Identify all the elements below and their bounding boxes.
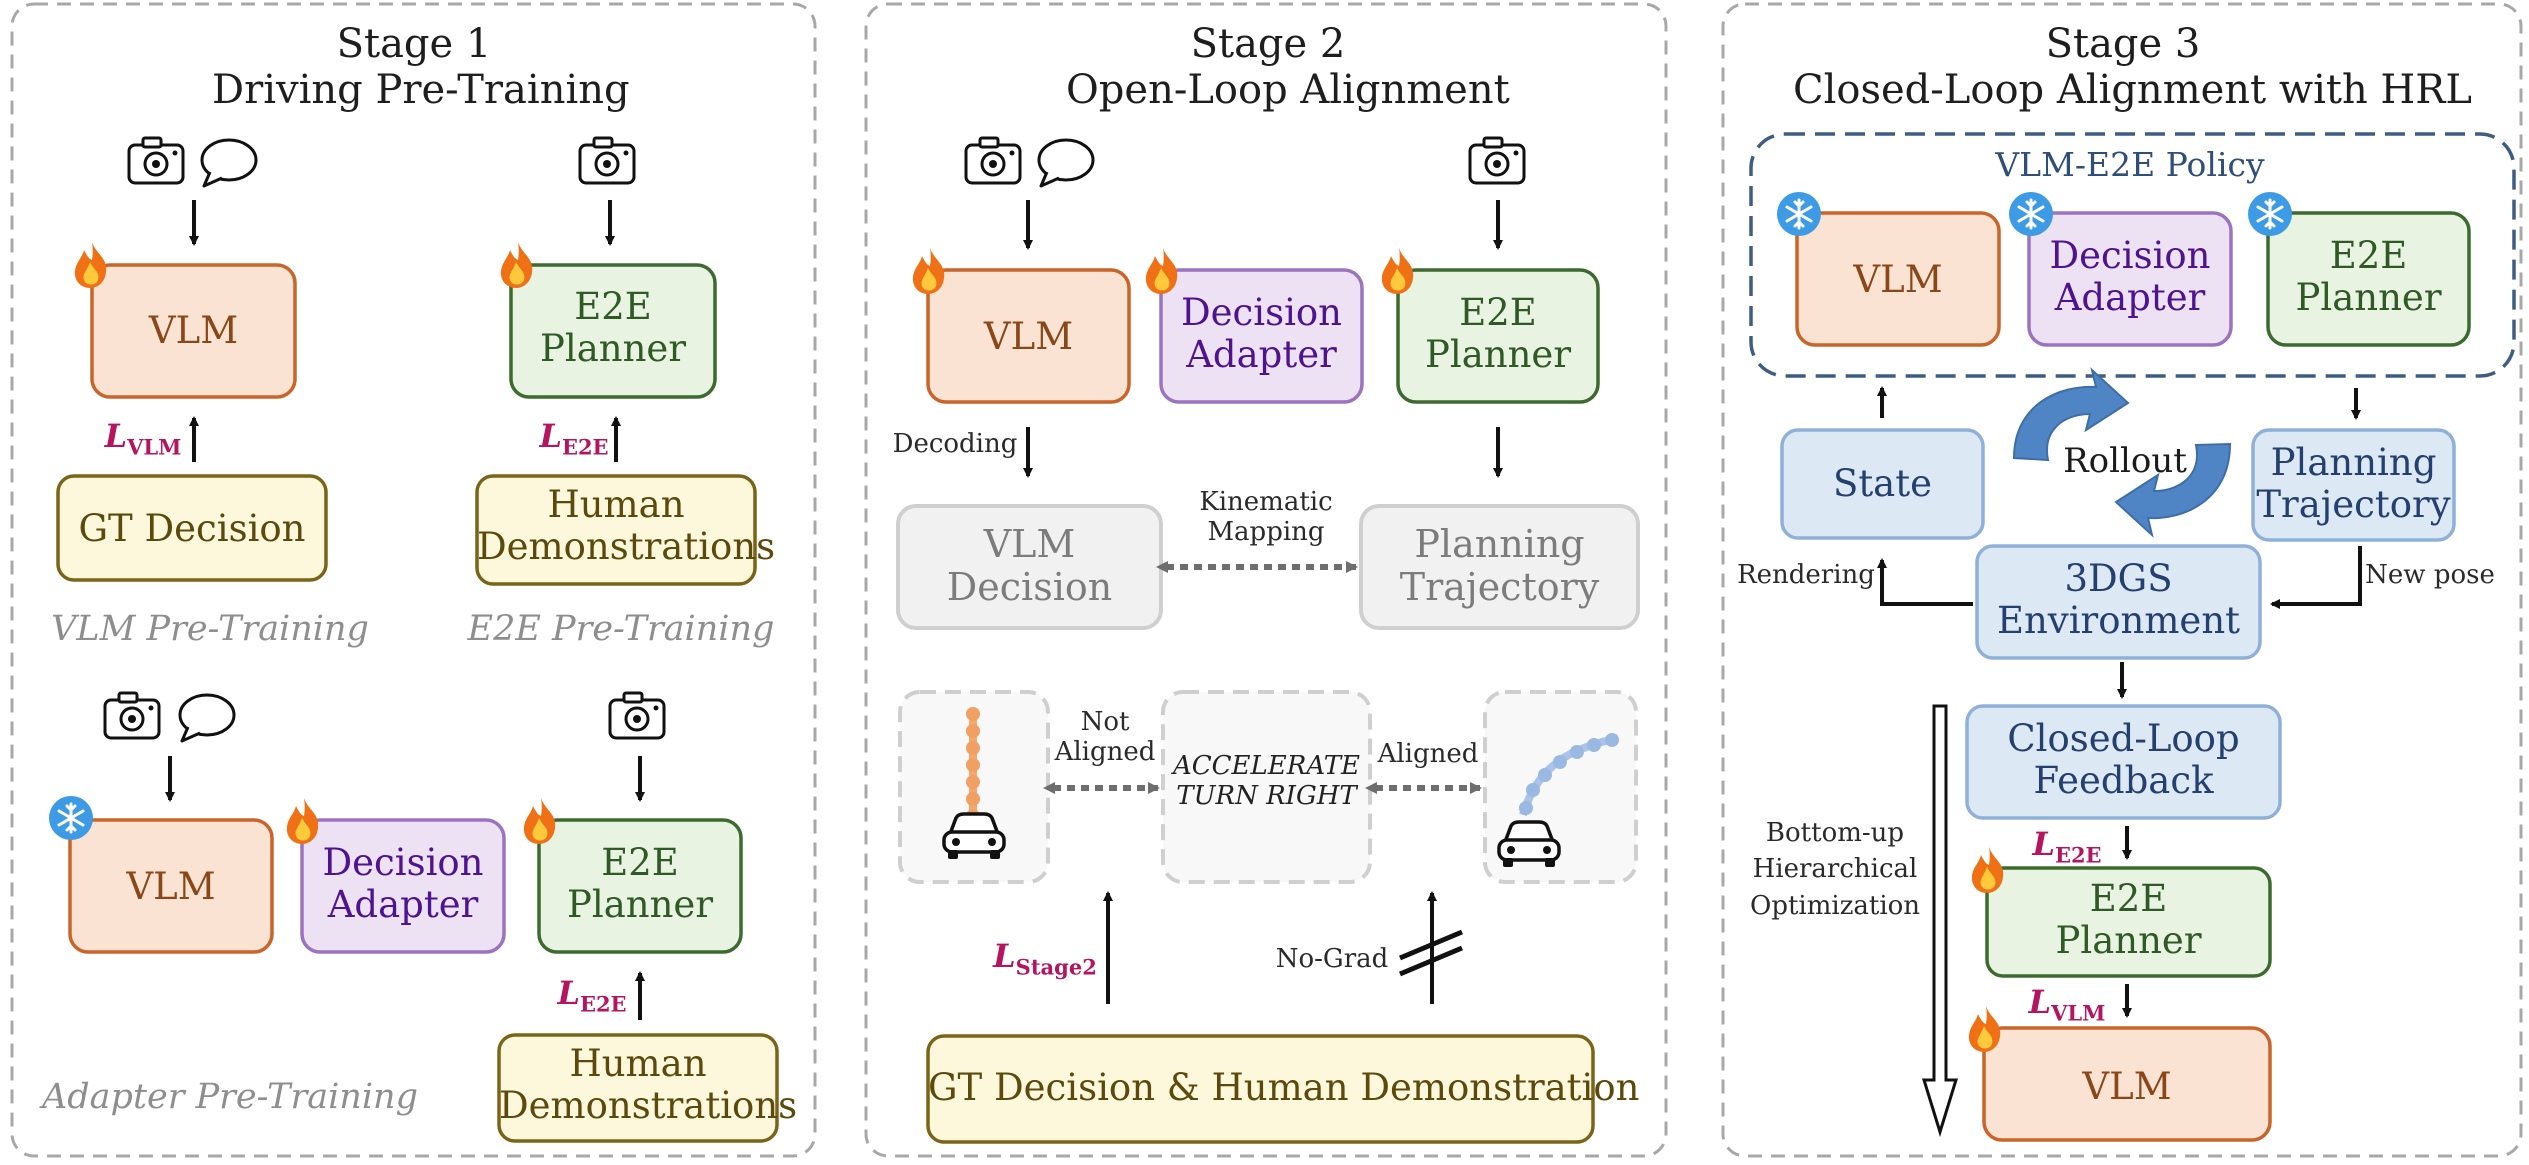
- stage1-vlm-label: VLM: [148, 309, 239, 352]
- stage3-vlm-box: [1795, 211, 2001, 347]
- stage1-decision-adapter-box: [300, 818, 506, 954]
- stage2-loss: LStage2: [993, 937, 1097, 980]
- stage3-bottom-vlm-label: VLM: [2082, 1065, 2172, 1108]
- fire-icon: [74, 242, 107, 288]
- stage1-adapter-human-box: [497, 1033, 779, 1143]
- rendering-label: Rendering: [1737, 560, 1875, 590]
- stage1-adapter-loss-e2e: LE2E: [557, 974, 627, 1017]
- rollout-label: Rollout: [2063, 441, 2187, 481]
- snowflake-icon: [2246, 190, 2294, 238]
- stage3-panel: [1721, 2, 2523, 1158]
- fire-icon: [1968, 1006, 2001, 1052]
- stage2-gt-bar: [926, 1034, 1595, 1144]
- stage3-feedback-box: [1965, 704, 2282, 820]
- rollout-cycle-icon: [2012, 367, 2232, 538]
- stage1-adapter-e2e-box: [537, 818, 743, 954]
- stage3-decision-adapter-box: [2027, 211, 2233, 347]
- stage1-gt-decision-box: [56, 474, 328, 582]
- policy-dashed-box: [1749, 132, 2516, 378]
- stage1-loss-e2e: LE2E: [539, 417, 609, 460]
- stage3-vlm-label: VLM: [1853, 258, 1943, 301]
- camera-icon: [578, 136, 636, 185]
- camera-icon: [964, 136, 1022, 185]
- stage1-adapter-vlm-box: [68, 818, 274, 954]
- stage3-bottom-vlm-box: [1982, 1026, 2272, 1142]
- stage2-vlm-label: VLM: [983, 315, 1074, 358]
- stage3-env-box: [1975, 544, 2262, 660]
- stage1-loss-vlm: LVLM: [104, 417, 182, 460]
- vlm-pretraining-caption: VLM Pre-Training: [51, 609, 369, 649]
- stage1-adapter-vlm-label: VLM: [126, 865, 216, 908]
- stage1-panel: [10, 2, 817, 1158]
- camera-icon: [103, 691, 161, 740]
- speech-bubble-icon: [200, 138, 258, 188]
- snowflake-icon: [1775, 190, 1823, 238]
- camera-icon: [608, 691, 666, 740]
- stage2-vlm-box: [926, 268, 1131, 404]
- snowflake-icon: [47, 794, 95, 842]
- e2e-pretraining-caption: E2E Pre-Training: [467, 609, 775, 649]
- policy-title: VLM-E2E Policy: [1995, 145, 2265, 184]
- camera-icon: [127, 136, 185, 185]
- fire-icon: [1145, 248, 1178, 294]
- fire-icon: [1381, 248, 1414, 294]
- stage1-human-demo-box: [475, 474, 757, 586]
- new-pose-label: New pose: [2365, 560, 2495, 590]
- stage3-bottom-e2e-box: [1985, 866, 2272, 978]
- fire-icon: [286, 798, 319, 844]
- bottom-up-arrow: [1921, 704, 1959, 1138]
- stage3-state-label: State: [1832, 462, 1933, 505]
- camera-icon: [1468, 136, 1526, 185]
- decoding-label: Decoding: [892, 429, 1018, 459]
- no-grad-label: No-Grad: [1275, 944, 1389, 974]
- stage2-gt-bar-label: GT Decision & Human Demonstration: [928, 1066, 1640, 1109]
- aligned-label: Aligned: [1377, 739, 1479, 769]
- fire-icon: [523, 798, 556, 844]
- stage2-planning-trajectory-box: [1359, 504, 1640, 630]
- stage3-loss-vlm: LVLM: [2028, 983, 2106, 1026]
- adapter-pretraining-caption: Adapter Pre-Training: [42, 1077, 418, 1117]
- stage2-e2e-box: [1396, 268, 1600, 404]
- fire-icon: [912, 248, 945, 294]
- stage2-action-box: [1161, 690, 1372, 884]
- right-turn-trajectory: [1519, 733, 1619, 817]
- speech-bubble-icon: [1037, 138, 1095, 188]
- stage2-decision-adapter-box: [1159, 268, 1364, 404]
- stage2-panel: [864, 2, 1668, 1158]
- stage3-e2e-box: [2266, 211, 2471, 347]
- stage3-state-box: [1780, 428, 1985, 540]
- stage1-gt-decision-label: GT Decision: [78, 507, 306, 550]
- fire-icon: [500, 242, 533, 288]
- snowflake-icon: [2007, 190, 2055, 238]
- stage1-e2e-box: [509, 263, 717, 399]
- stage1-vlm-box: [90, 263, 297, 399]
- speech-bubble-icon: [178, 693, 236, 743]
- stage3-planning-trajectory-box: [2251, 428, 2456, 542]
- stage3-loss-e2e: LE2E: [2032, 825, 2102, 868]
